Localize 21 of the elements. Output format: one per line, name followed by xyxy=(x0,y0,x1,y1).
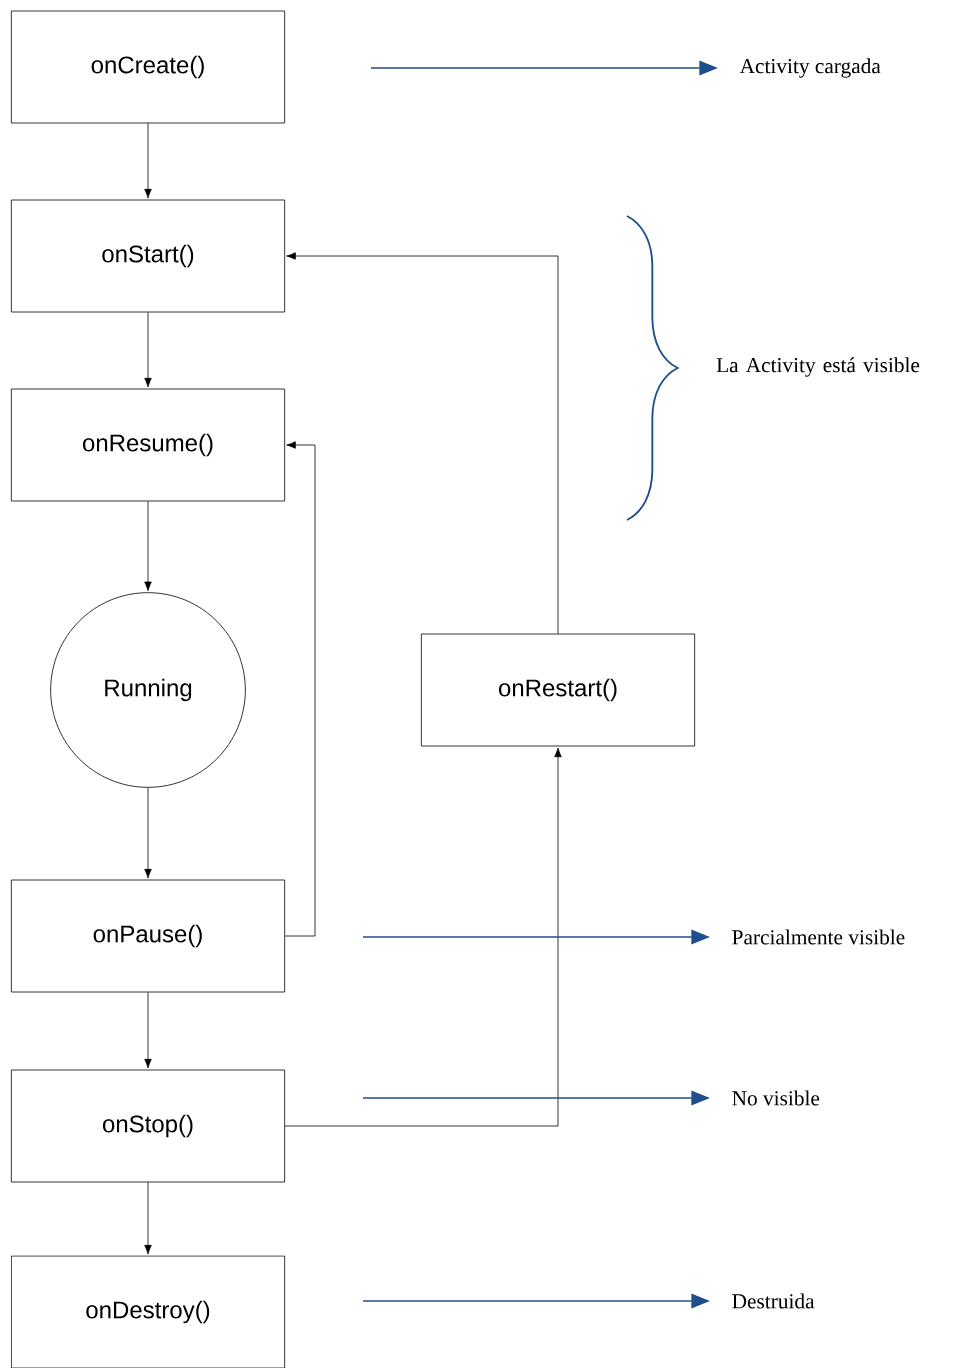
process-box: onResume() xyxy=(10,388,286,502)
arrow xyxy=(284,747,562,1127)
arrow xyxy=(144,312,152,388)
arrow xyxy=(144,1182,152,1255)
arrow xyxy=(144,992,152,1069)
state-label: Activity cargada xyxy=(739,58,881,78)
process-box: onStop() xyxy=(10,1069,286,1183)
state-label: Destruida xyxy=(732,1293,815,1309)
arrow xyxy=(144,501,152,592)
arrow xyxy=(286,252,559,634)
process-box: onDestroy() xyxy=(10,1255,286,1368)
process-box: onStart() xyxy=(10,199,286,313)
arrow xyxy=(284,441,316,937)
process-box: onCreate() xyxy=(10,10,286,124)
note-text: La Activity está visible xyxy=(716,357,920,377)
process-box: onRestart() xyxy=(420,633,696,747)
state-label: Parcialmente visible xyxy=(732,929,905,945)
arrow xyxy=(144,787,152,879)
state-label: No visible xyxy=(732,1090,820,1106)
process-box: onPause() xyxy=(10,879,286,993)
arrow xyxy=(144,123,152,199)
